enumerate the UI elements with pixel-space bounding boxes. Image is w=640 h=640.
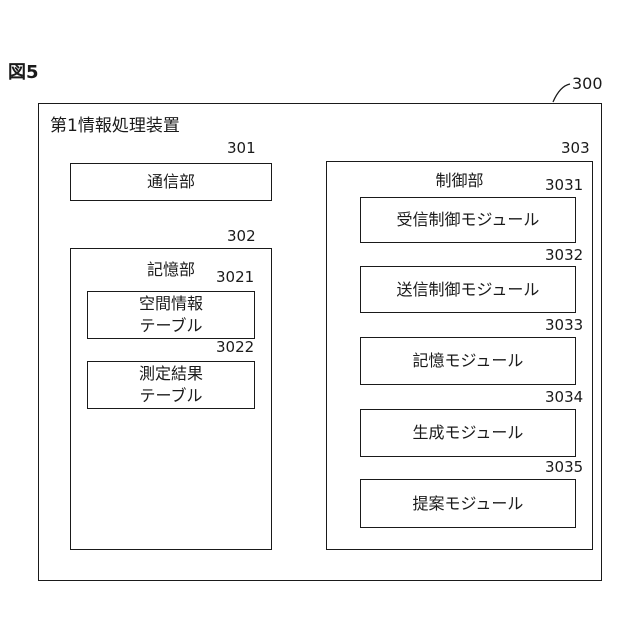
spatial-info-table-line2: テーブル bbox=[139, 315, 202, 337]
spatial-info-table-box: 空間情報 テーブル bbox=[87, 291, 255, 339]
measurement-result-table-ref: 3022 bbox=[216, 338, 254, 356]
reception-control-module-box: 受信制御モジュール bbox=[360, 197, 576, 243]
reception-control-module-ref: 3031 bbox=[545, 176, 583, 194]
transmission-control-module-label: 送信制御モジュール bbox=[397, 279, 540, 301]
storage-module-box: 記憶モジュール bbox=[360, 337, 576, 385]
measurement-result-table-line2: テーブル bbox=[139, 385, 202, 407]
spatial-info-table-line1: 空間情報 bbox=[139, 293, 203, 315]
transmission-control-module-ref: 3032 bbox=[545, 246, 583, 264]
spatial-info-table-ref: 3021 bbox=[216, 268, 254, 286]
device-ref: 300 bbox=[572, 74, 603, 93]
measurement-result-table-box: 測定結果 テーブル bbox=[87, 361, 255, 409]
proposal-module-ref: 3035 bbox=[545, 458, 583, 476]
storage-unit-ref: 302 bbox=[227, 227, 256, 245]
transmission-control-module-box: 送信制御モジュール bbox=[360, 266, 576, 313]
figure-label: 図5 bbox=[8, 58, 39, 84]
proposal-module-label: 提案モジュール bbox=[413, 493, 524, 515]
generation-module-label: 生成モジュール bbox=[413, 422, 524, 444]
device-label: 第1情報処理装置 bbox=[50, 111, 180, 136]
communication-unit-label: 通信部 bbox=[147, 171, 195, 193]
generation-module-box: 生成モジュール bbox=[360, 409, 576, 457]
proposal-module-box: 提案モジュール bbox=[360, 479, 576, 528]
storage-module-ref: 3033 bbox=[545, 316, 583, 334]
control-unit-ref: 303 bbox=[561, 139, 590, 157]
reception-control-module-label: 受信制御モジュール bbox=[397, 209, 540, 231]
communication-unit-box: 通信部 bbox=[70, 163, 272, 201]
storage-module-label: 記憶モジュール bbox=[413, 350, 524, 372]
leader-300 bbox=[553, 84, 570, 102]
generation-module-ref: 3034 bbox=[545, 388, 583, 406]
communication-unit-ref: 301 bbox=[227, 139, 256, 157]
measurement-result-table-line1: 測定結果 bbox=[139, 363, 203, 385]
